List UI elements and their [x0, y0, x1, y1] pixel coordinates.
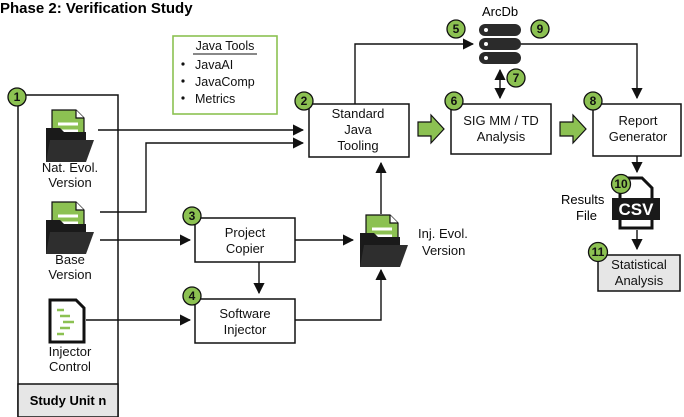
- connector-injector-to-inj-evol: [295, 268, 387, 321]
- sig-analysis-line1: SIG MM / TD: [463, 113, 539, 128]
- injector-control-label-line1: Injector: [49, 344, 92, 359]
- inj-evol-version-icon: [358, 213, 410, 269]
- badge-1: 1: [7, 87, 27, 107]
- software-injector-line2: Injector: [224, 322, 267, 337]
- badge-4: 4: [182, 286, 202, 306]
- study-unit-label: Study Unit n: [30, 393, 107, 408]
- connectors: [86, 38, 643, 326]
- software-injector-box: [194, 298, 296, 344]
- svg-text:11: 11: [592, 245, 605, 259]
- svg-text:7: 7: [513, 71, 520, 85]
- results-file-label-line2: File: [576, 208, 597, 223]
- badge-6: 6: [444, 91, 464, 111]
- nat-evol-label-line1: Nat. Evol.: [42, 160, 98, 175]
- svg-text:1: 1: [14, 90, 21, 104]
- sig-analysis-line2: Analysis: [477, 129, 526, 144]
- java-tool-javacomp: JavaComp: [195, 75, 255, 89]
- nat-evol-label-line2: Version: [48, 175, 91, 190]
- block-arrow-icon-tooling-to-sig: [417, 113, 445, 145]
- svg-text:8: 8: [590, 94, 597, 108]
- csv-file-icon: CSV: [612, 176, 660, 230]
- svg-text:2: 2: [301, 94, 308, 108]
- statistical-analysis-box: [597, 254, 681, 292]
- badge-10: 10: [610, 173, 632, 195]
- block-arrow-icon-sig-to-report: [559, 113, 587, 145]
- base-label-line2: Version: [48, 267, 91, 282]
- java-tools-box: [172, 35, 278, 115]
- base-label-line1: Base: [55, 252, 85, 267]
- injector-control-icon: [48, 298, 86, 344]
- database-label: ArcDb: [482, 4, 518, 19]
- svg-text:6: 6: [451, 94, 458, 108]
- standard-java-tooling-line3: Tooling: [337, 138, 378, 153]
- database-icon: [479, 24, 521, 64]
- java-tool-metrics: Metrics: [195, 92, 235, 106]
- connector-database-to-report: [521, 43, 643, 100]
- results-file-label-line1: Results: [561, 192, 605, 207]
- badge-2: 2: [294, 91, 314, 111]
- software-injector-line1: Software: [219, 306, 270, 321]
- sig-analysis-box: [450, 103, 552, 155]
- badge-3: 3: [182, 206, 202, 226]
- standard-java-tooling-line2: Java: [344, 122, 372, 137]
- svg-text:10: 10: [614, 177, 628, 191]
- svg-text:3: 3: [189, 209, 196, 223]
- report-generator-line2: Generator: [609, 129, 668, 144]
- svg-text:5: 5: [453, 22, 460, 36]
- connector-tooling-to-database: [354, 38, 475, 104]
- svg-text:4: 4: [189, 289, 196, 303]
- connector-base-to-tooling: [100, 137, 305, 213]
- diagram-title: Phase 2: Verification Study: [0, 0, 193, 17]
- standard-java-tooling-box: [308, 103, 410, 158]
- report-generator-line1: Report: [618, 113, 657, 128]
- svg-text:9: 9: [537, 22, 544, 36]
- project-copier-line2: Copier: [226, 241, 265, 256]
- standard-java-tooling-line1: Standard: [332, 106, 385, 121]
- report-generator-box: [592, 103, 682, 157]
- java-tools-title: Java Tools: [196, 39, 255, 53]
- badge-9: 9: [530, 19, 550, 39]
- java-tool-javaai: JavaAI: [195, 58, 233, 72]
- statistical-analysis-line2: Analysis: [615, 273, 664, 288]
- project-copier-line1: Project: [225, 225, 266, 240]
- inj-evol-label-line2: Version: [422, 243, 465, 258]
- badge-5: 5: [446, 19, 466, 39]
- badge-7: 7: [506, 68, 526, 88]
- inj-evol-label-line1: Inj. Evol.: [418, 226, 468, 241]
- statistical-analysis-line1: Statistical: [611, 257, 667, 272]
- csv-file-format: CSV: [619, 200, 655, 219]
- badge-8: 8: [583, 91, 603, 111]
- injector-control-label-line2: Control: [49, 359, 91, 374]
- badge-11: 11: [587, 241, 609, 263]
- study-unit-footer-box: [17, 383, 119, 417]
